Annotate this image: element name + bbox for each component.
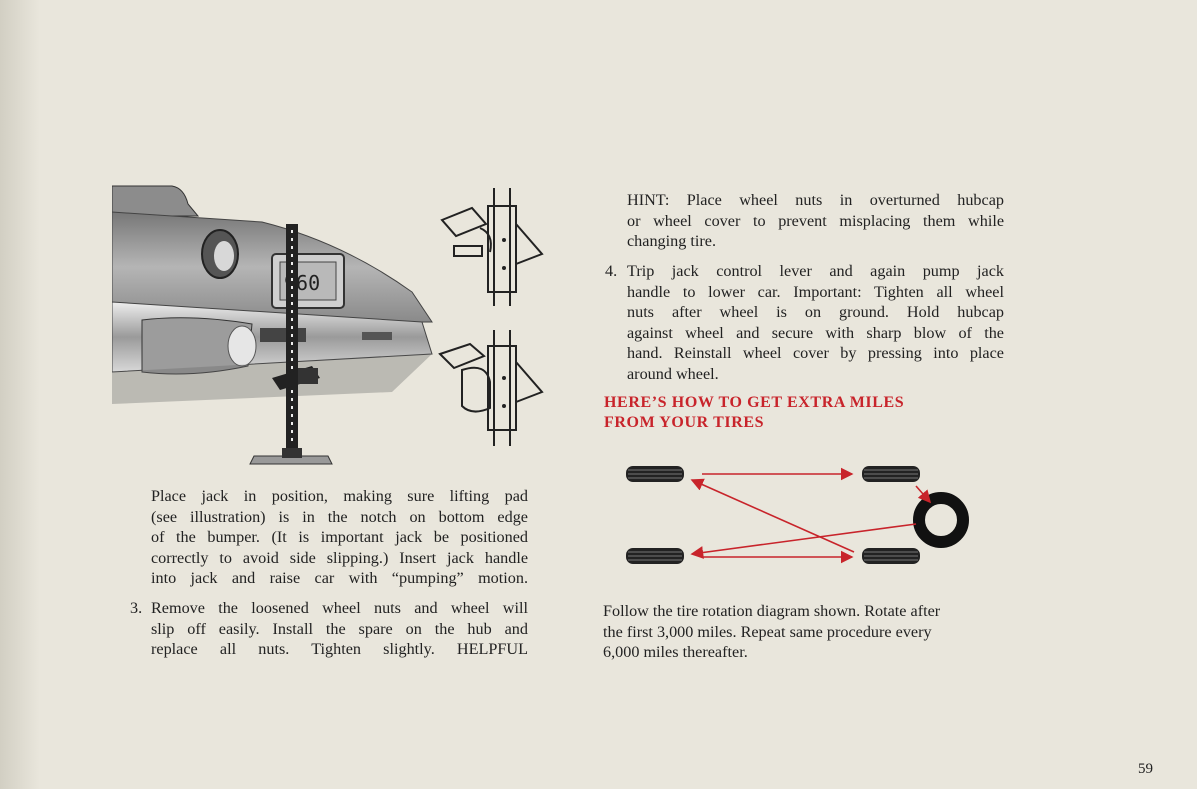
text-line: around wheel.: [627, 364, 719, 383]
car-jack-illustration: 960: [112, 185, 433, 465]
step-3-number: 3.: [130, 599, 143, 617]
text-line: replace all nuts. Tighten slightly. HELP…: [151, 640, 528, 658]
text-line: correctly to avoid side slipping.) Inser…: [151, 548, 528, 567]
text-line: Place jack in position, making sure lift…: [151, 487, 528, 505]
text-line: slip off easily. Install the spare on th…: [151, 619, 528, 638]
tire-rotation-diagram: [626, 466, 969, 564]
text-line: into jack and raise car with “pumping” m…: [151, 569, 528, 587]
rotation-arrow: [690, 523, 917, 559]
text-line: against wheel and secure with sharp blow…: [627, 323, 1004, 342]
heading-line: HERE’S HOW TO GET EXTRA MILES: [604, 394, 905, 411]
tire-right-rear-icon: [862, 548, 920, 564]
text-line: of the bumper. (It is important jack be …: [151, 528, 528, 546]
tire-right-front-icon: [862, 466, 920, 482]
text-line: changing tire.: [627, 232, 716, 250]
text-line: handle to lower car. Important: Tighten …: [627, 282, 1004, 301]
text-line: 6,000 miles thereafter.: [603, 643, 748, 661]
jack-detail-diagram-top: [440, 188, 544, 306]
text-line: HINT: Place wheel nuts in overturned hub…: [627, 191, 1004, 209]
text-line: Remove the loosened wheel nuts and wheel…: [151, 599, 528, 617]
text-line: or wheel cover to prevent misplacing the…: [627, 211, 1004, 230]
text-line: Trip jack control lever and again pump j…: [627, 262, 1004, 280]
jack-instructions-paragraph: Place jack in position, making sure lift…: [151, 486, 528, 589]
step-4-number: 4.: [605, 262, 618, 280]
page-number: 59: [1138, 761, 1153, 777]
jack-detail-diagram-bottom: [438, 330, 544, 446]
text-line: (see illustration) is in the notch on bo…: [151, 507, 528, 526]
tire-left-rear-icon: [626, 548, 684, 564]
tire-section-heading: HERE’S HOW TO GET EXTRA MILES FROM YOUR …: [604, 393, 904, 433]
rotation-arrow: [915, 485, 932, 504]
text-line: Follow the tire rotation diagram shown. …: [603, 602, 941, 620]
hint-paragraph: HINT: Place wheel nuts in overturned hub…: [627, 190, 1004, 252]
heading-line: FROM YOUR TIRES: [604, 414, 765, 431]
page-gutter-shadow: [0, 0, 40, 789]
text-line: nuts after wheel is on ground. Hold hubc…: [627, 303, 1004, 321]
spare-tire-icon: [913, 492, 969, 548]
text-line: hand. Reinstall wheel cover by pressing …: [627, 344, 1004, 362]
rotation-arrow: [690, 478, 855, 553]
step-3-paragraph: Remove the loosened wheel nuts and wheel…: [151, 598, 528, 660]
step-4-paragraph: Trip jack control lever and again pump j…: [627, 261, 1004, 384]
tire-left-front-icon: [626, 466, 684, 482]
text-line: the first 3,000 miles. Repeat same proce…: [603, 622, 932, 641]
rotation-instructions-paragraph: Follow the tire rotation diagram shown. …: [603, 601, 1013, 663]
